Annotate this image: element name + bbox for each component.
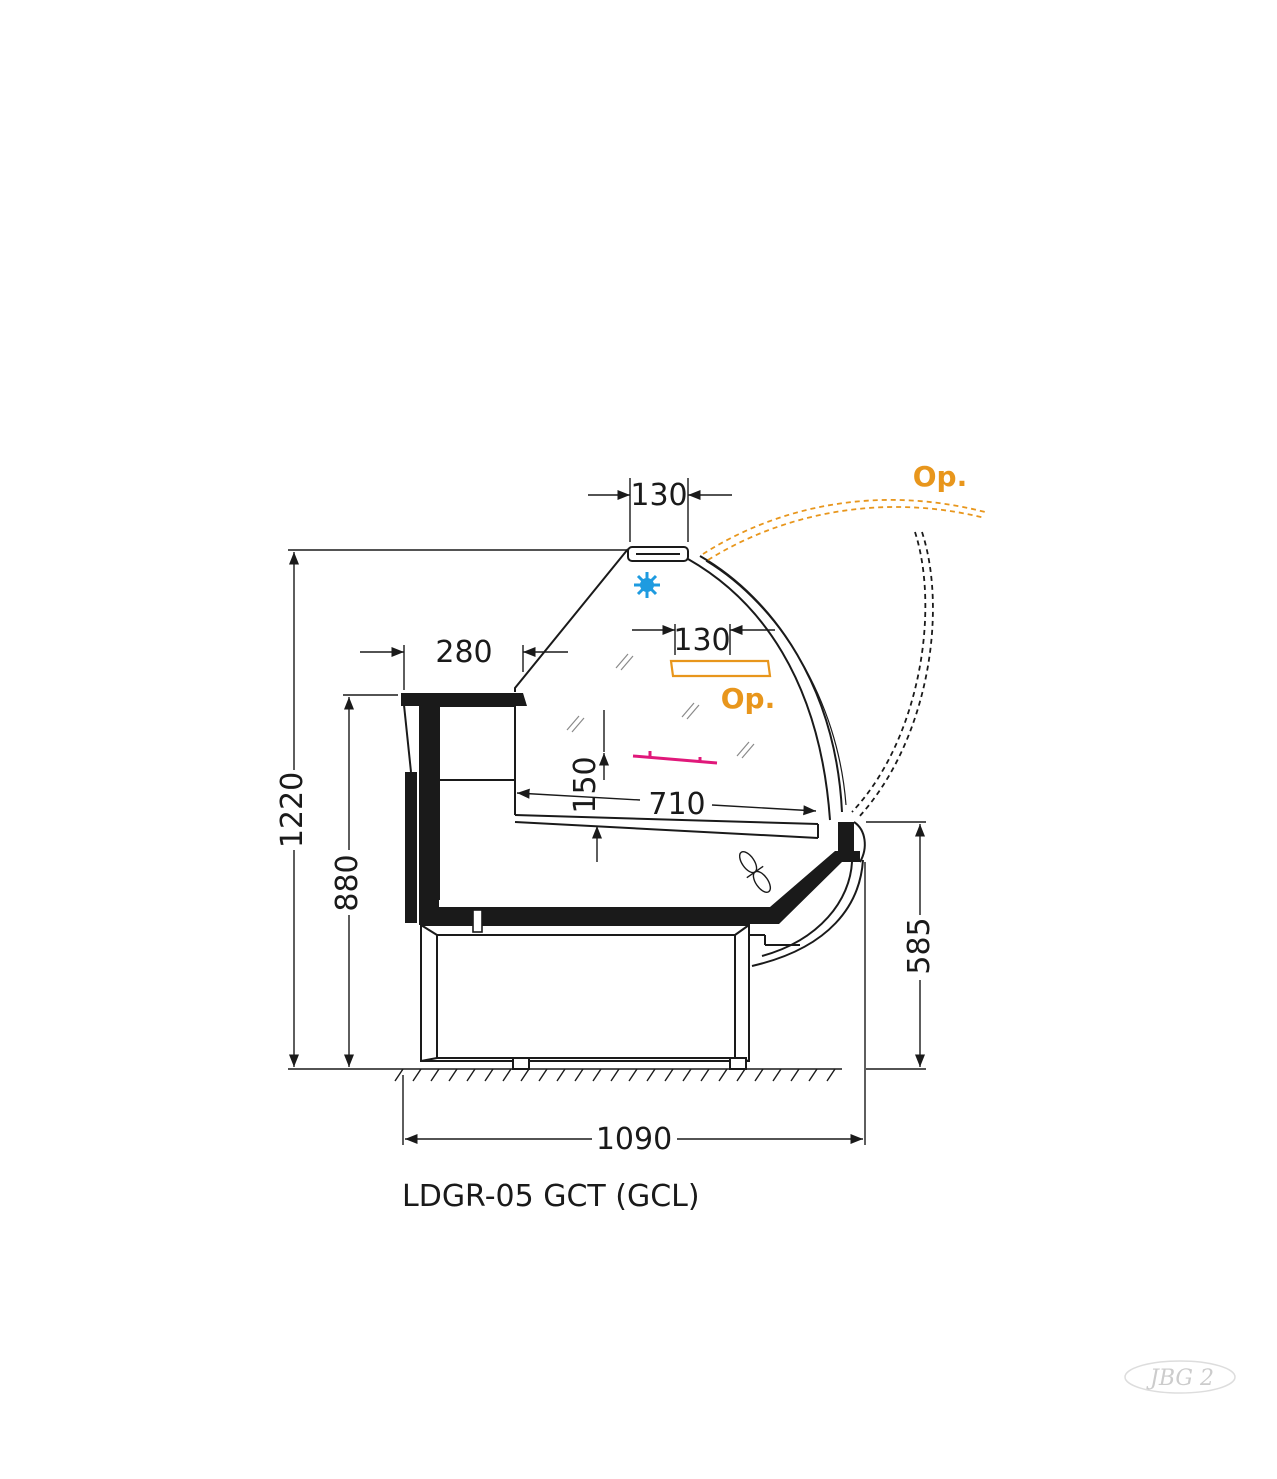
dim-display-depth: 710 xyxy=(648,787,705,822)
brand-logo-text: JBG 2 xyxy=(1146,1366,1214,1391)
dim-front-height: 585 xyxy=(902,917,937,974)
floor-line xyxy=(388,1068,842,1082)
glass-opening-arc xyxy=(851,531,934,819)
dim-front-shelf-depth: 130 xyxy=(673,623,730,658)
fan-icon xyxy=(738,851,772,893)
option-label-shelf: Op. xyxy=(721,682,775,715)
model-name: LDGR-05 GCT (GCL) xyxy=(402,1179,700,1214)
brand-logo: JBG 2 xyxy=(1124,1360,1236,1394)
dim-work-top-depth: 280 xyxy=(435,635,492,670)
dim-top-lamp-width: 130 xyxy=(630,478,687,513)
cabinet-feet xyxy=(512,1057,747,1070)
front-rail xyxy=(838,821,866,863)
optional-shelf xyxy=(669,659,772,678)
front-lower-panel xyxy=(749,859,864,967)
display-inner-wall xyxy=(438,705,516,900)
dim-total-depth: 1090 xyxy=(596,1122,672,1157)
display-shelf xyxy=(514,814,819,839)
base-cabinet xyxy=(420,924,750,1062)
work-top xyxy=(401,693,527,706)
glass-reflections xyxy=(566,653,755,759)
back-wall xyxy=(403,704,439,925)
dim-total-height: 1220 xyxy=(275,772,310,848)
snowflake-icon xyxy=(634,572,660,598)
bottom-tray xyxy=(437,851,860,933)
canopy-glass xyxy=(514,546,847,821)
option-label-lift-glass: Op. xyxy=(913,460,967,493)
dim-counter-height: 880 xyxy=(330,854,365,911)
optional-lift-glass xyxy=(702,499,986,561)
led-strip xyxy=(632,751,718,765)
dimension-lines xyxy=(288,478,926,1145)
dim-step-height: 150 xyxy=(568,756,603,813)
